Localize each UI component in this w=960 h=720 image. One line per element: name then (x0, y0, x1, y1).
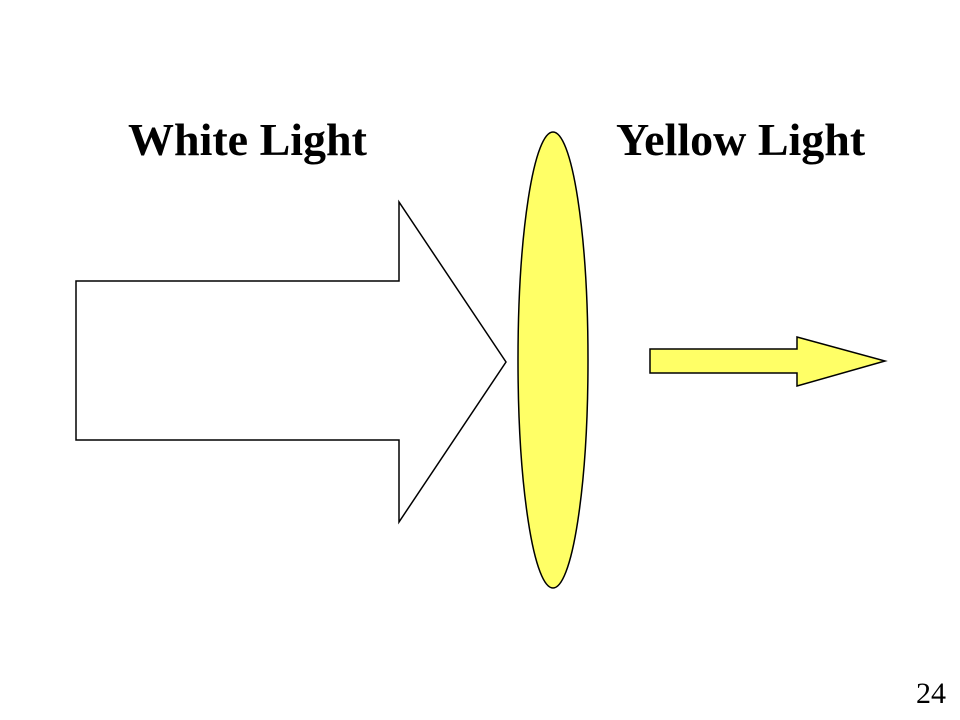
yellow-light-label: Yellow Light (616, 114, 866, 165)
white-light-arrow-icon (75, 199, 507, 525)
page-number: 24 (916, 677, 946, 710)
white-light-label: White Light (128, 114, 367, 165)
yellow-light-arrow-icon (649, 336, 888, 387)
yellow-filter-lens-icon (517, 131, 589, 589)
